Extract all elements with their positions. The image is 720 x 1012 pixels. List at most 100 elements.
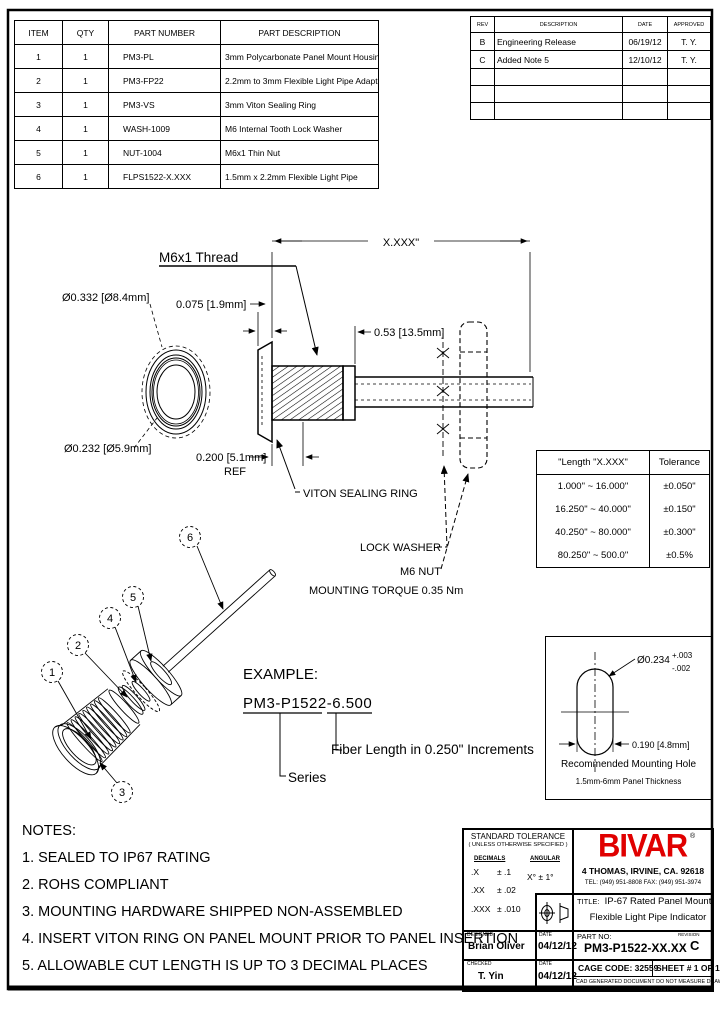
example-label: EXAMPLE: (243, 666, 319, 683)
rev-row (470, 102, 711, 120)
tol-cell: ±0.300" (663, 527, 696, 538)
rev-cell (470, 102, 495, 120)
hole-dia-label: Ø0.234 (637, 655, 670, 666)
divider (464, 959, 712, 961)
parts-cell: 1 (62, 44, 109, 69)
checked-name: T. Yin (478, 971, 504, 982)
length-tolerance-table: "Length "X.XXX" Tolerance 1.000" ~ 16.00… (536, 450, 710, 568)
example-series-label: Series (288, 770, 327, 785)
balloon-callouts (41, 526, 224, 803)
drawing-title-line1: IP-67 Rated Panel Mount (604, 896, 712, 907)
checked-label: CHECKED (467, 961, 492, 967)
parts-cell: PM3-PL (108, 44, 221, 69)
hole-width-label: 0.190 [4.8mm] (632, 740, 690, 750)
parts-cell: WASH-1009 (108, 116, 221, 141)
projection-symbol-cell (535, 893, 574, 932)
divider (572, 830, 574, 990)
balloon-5: 5 (130, 592, 136, 604)
parts-cell: 1 (62, 92, 109, 117)
parts-cell: 4 (14, 116, 63, 141)
parts-header-item: ITEM (14, 20, 63, 45)
rev-cell (622, 68, 668, 86)
side-view (257, 321, 534, 469)
tol-xx-row: .XX ± .02 (471, 885, 516, 895)
designed-date: 04/12/12 (538, 941, 577, 952)
m6-nut-label: M6 NUT (400, 566, 441, 578)
std-tol-title: STANDARD TOLERANCE (470, 832, 566, 841)
example-lines (243, 712, 372, 777)
example-fiber-label: Fiber Length in 0.250" Increments (331, 742, 534, 757)
parts-cell: 3mm Viton Sealing Ring (220, 92, 379, 117)
rev-cell: Added Note 5 (494, 50, 623, 69)
bivar-logo: BIVAR (598, 827, 688, 864)
parts-cell: PM3-VS (108, 92, 221, 117)
mounting-hole-title: Recommended Mounting Hole (560, 759, 697, 770)
thread-end-cap (342, 365, 356, 421)
tol-cell: 80.250" ~ 500.0" (536, 544, 650, 568)
parts-cell: 1 (62, 140, 109, 165)
checked-date: 04/12/12 (538, 971, 577, 982)
rev-cell (667, 68, 711, 86)
third-angle-projection-icon (539, 902, 569, 924)
rev-cell: 12/10/12 (622, 50, 668, 69)
rev-cell: B (470, 32, 495, 51)
head-len-ref-label: REF (224, 466, 246, 478)
dimensions (159, 232, 531, 570)
parts-cell: FLPS1522-X.XXX (108, 164, 221, 189)
rev-row (470, 68, 711, 86)
tol-xxx-label: .XXX (471, 904, 491, 914)
parts-cell: M6x1 Thin Nut (220, 140, 379, 165)
rev-row: C Added Note 5 12/10/12 T. Y. (470, 50, 711, 69)
tol-cell: ±0.5% (666, 550, 693, 561)
note-item: 4. INSERT VITON RING ON PANEL MOUNT PRIO… (22, 931, 519, 947)
rev-header: APPROVED (667, 16, 711, 33)
title-cell: TITLE: IP-67 Rated Panel Mount Flexible … (574, 893, 712, 930)
drawing-title-line2: Flexible Light Pipe Indicator (589, 912, 707, 923)
part-no-label: PART NO: (577, 932, 612, 941)
tol-cell: 1.000" ~ 16.000" (536, 474, 650, 498)
tol-header-length: "Length "X.XXX" (536, 450, 650, 475)
tol-row: 80.250" ~ 500.0" ±0.5% (536, 544, 710, 568)
balloon-3: 3 (119, 787, 125, 799)
revision-value: C (690, 938, 700, 953)
rev-cell (622, 102, 668, 120)
rev-cell: C (470, 50, 495, 69)
rev-cell (622, 85, 668, 103)
rev-header: DATE (622, 16, 668, 33)
parts-table: ITEM QTY PART NUMBER PART DESCRIPTION 1 … (14, 20, 379, 189)
mounting-hole-box: Recommended Mounting Hole 1.5mm-6mm Pane… (545, 636, 712, 800)
front-view (133, 303, 211, 449)
parts-cell: 3mm Polycarbonate Panel Mount Housing (220, 44, 379, 69)
tol-xx-value: ± .02 (497, 885, 516, 895)
hole-dia-plus: +.003 (672, 651, 693, 660)
parts-row: 2 1 PM3-FP22 2.2mm to 3mm Flexible Light… (14, 68, 379, 93)
mounting-hole-detail (559, 652, 636, 774)
parts-row: 5 1 NUT-1004 M6x1 Thin Nut (14, 140, 379, 165)
rev-cell (494, 85, 623, 103)
rev-cell: Engineering Release (494, 32, 623, 51)
hole-dia-minus: -.002 (672, 664, 691, 673)
divider (464, 930, 712, 932)
head-len-label: 0.200 [5.1mm] (196, 452, 266, 464)
mounting-hole-subtitle: 1.5mm-6mm Panel Thickness (575, 777, 682, 786)
torque-label: MOUNTING TORQUE 0.35 Nm (309, 585, 463, 597)
tol-cell: 16.250" ~ 40.000" (536, 498, 650, 521)
parts-cell: 1 (62, 164, 109, 189)
rev-header: REV (470, 16, 495, 33)
lock-washer (436, 333, 450, 457)
tol-xxx-row: .XXX± .010 (471, 904, 521, 914)
rev-header: DESCRIPTION (494, 16, 623, 33)
title-block: STANDARD TOLERANCE ( UNLESS OTHERWISE SP… (462, 827, 720, 992)
threaded-body (271, 365, 344, 421)
designed-label: DESIGNED (467, 932, 494, 938)
note-item: 2. ROHS COMPLIANT (22, 877, 169, 893)
notes-title: NOTES: (22, 823, 76, 839)
tol-xx-label: .XX (471, 885, 485, 895)
parts-cell: PM3-FP22 (108, 68, 221, 93)
parts-row: 1 1 PM3-PL 3mm Polycarbonate Panel Mount… (14, 44, 379, 69)
flange (257, 340, 273, 444)
tol-row: 16.250" ~ 40.000" ±0.150" (536, 498, 710, 521)
rev-cell (470, 85, 495, 103)
